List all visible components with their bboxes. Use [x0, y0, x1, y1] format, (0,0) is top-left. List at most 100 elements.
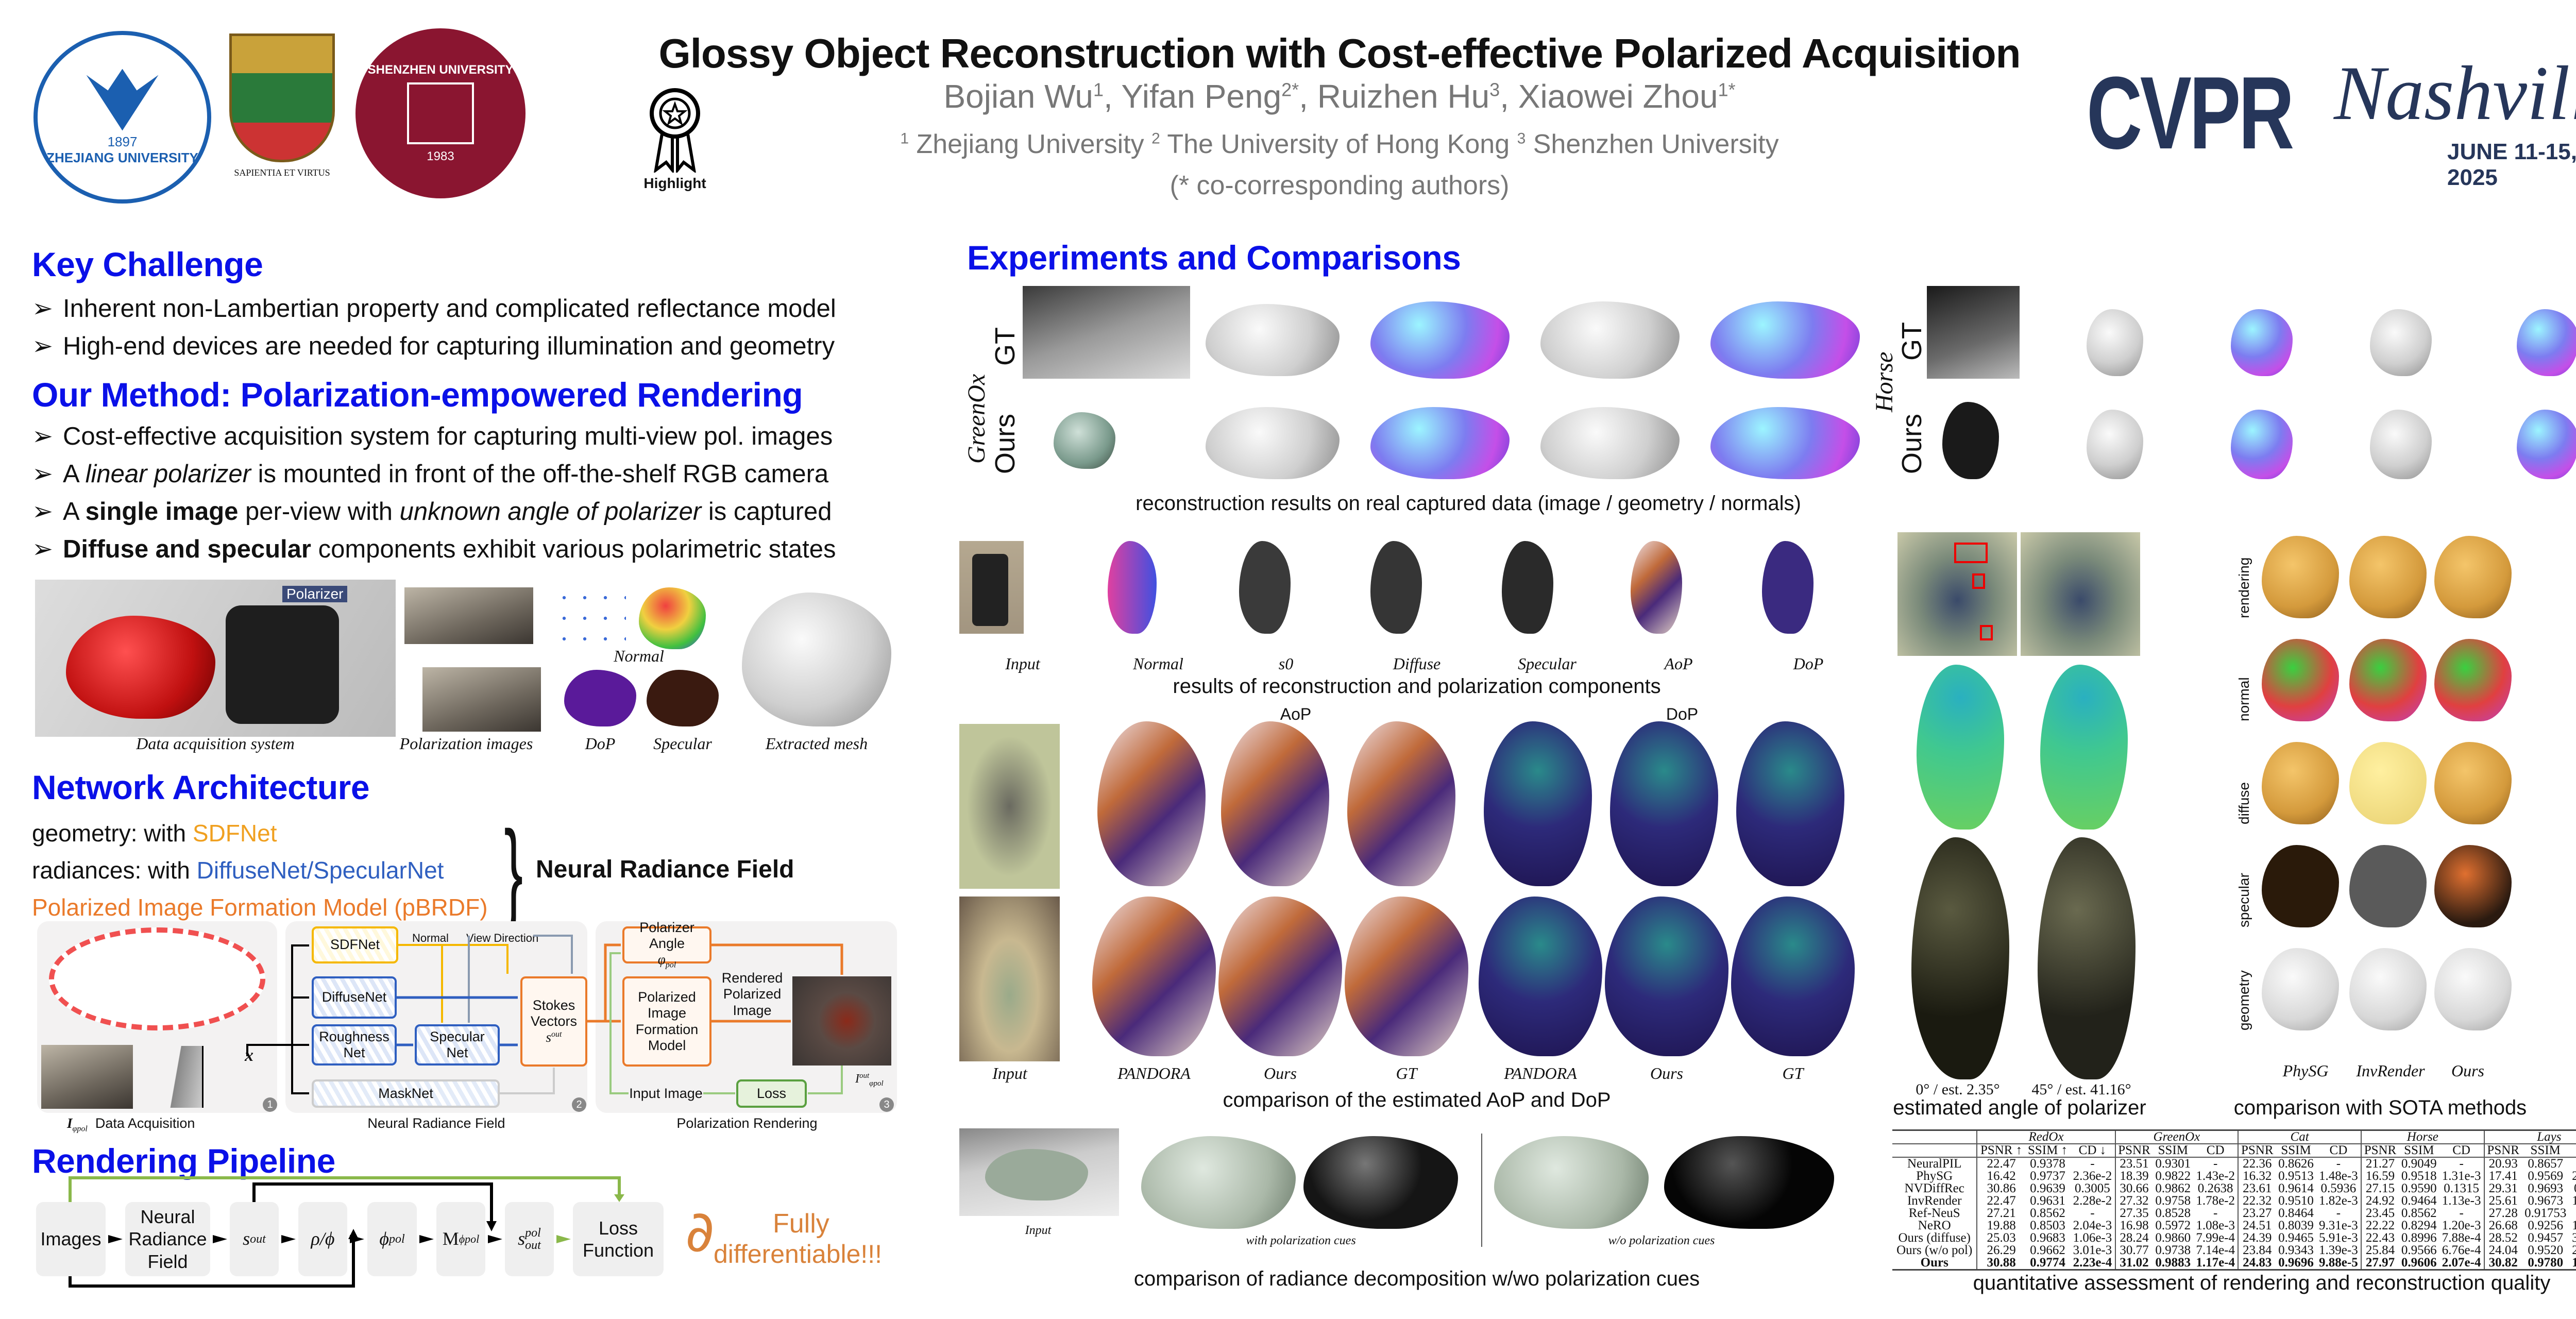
metric-value: 1.48e-3: [2319, 1169, 2358, 1183]
metric-value: 26.29: [1976, 1244, 2025, 1257]
metric-value: 22.47: [1976, 1194, 2025, 1207]
view-direction-label: View Direction: [466, 932, 539, 944]
owl-photo-45deg: [2021, 532, 2140, 656]
differentiable-label: differentiable!!!: [714, 1240, 883, 1269]
specular-bull: [1303, 1136, 1458, 1229]
sota-specular-render: [2349, 845, 2427, 927]
stage1-label: Iφpol Data Acquisition: [67, 1115, 195, 1134]
metric-value: 0.9606: [2401, 1256, 2437, 1270]
sota-row-label: specular: [2236, 873, 2252, 927]
metric-value: 0.8562: [2030, 1206, 2065, 1220]
metric-value: 0.9631: [2030, 1194, 2065, 1208]
normal-caption: Normal: [614, 647, 664, 665]
normal-render: [2517, 309, 2576, 376]
gt-label: GT: [990, 327, 1021, 366]
results-table-wrap: RedOx GreenOx Cat Horse Lays PSNR ↑SSIM …: [1892, 1129, 2576, 1271]
real-caption: reconstruction results on real captured …: [1136, 492, 1801, 515]
normal-render: [1370, 407, 1510, 479]
radiance-label: with polarization cues: [1246, 1234, 1356, 1247]
metric-value: 0.9343: [2278, 1243, 2314, 1257]
metric-value: 24.39: [2238, 1231, 2276, 1244]
metric-value: 0.9513: [2278, 1169, 2314, 1183]
metric-value: 30.86: [1976, 1182, 2025, 1195]
metric-value: 1.06e-3: [2073, 1231, 2112, 1245]
metric-value: 2.66e-3: [2572, 1169, 2576, 1183]
metric-value: 1.21e-3: [2572, 1194, 2576, 1208]
metric-value: 30.82: [2483, 1256, 2522, 1269]
method-name: Ours (w/o pol): [1896, 1243, 1973, 1257]
metric-value: 1.04e-3: [2572, 1219, 2576, 1232]
metric-value: -: [2090, 1206, 2095, 1220]
angle-caption: estimated angle of polarizer: [1893, 1096, 2146, 1119]
owl-normal: [2040, 665, 2128, 830]
metric-value: 1.78e-2: [2196, 1194, 2235, 1208]
metric-value: -: [2090, 1157, 2095, 1171]
gt-label: GT: [1896, 322, 1927, 361]
sota-row-label: normal: [2236, 677, 2252, 721]
metric-value: 0.8996: [2401, 1231, 2437, 1245]
component-label: Normal: [1133, 654, 1183, 673]
dop-owl: [1484, 721, 1592, 886]
metric-value: 0.9569: [2528, 1169, 2564, 1183]
nrf-label: Neural Radiance Field: [536, 856, 794, 883]
sota-row-label: diffuse: [2236, 782, 2252, 824]
metric-value: 7.88e-4: [2442, 1231, 2481, 1245]
dop-gnome: [1605, 897, 1728, 1056]
geometry-line: geometry: with SDFNet: [32, 820, 277, 847]
pol-images-caption: Polarization images: [399, 734, 533, 753]
metric-value: 23.27: [2238, 1207, 2276, 1220]
step-3-badge: 3: [879, 1097, 894, 1112]
metric-value: 21.27: [2360, 1157, 2399, 1170]
component-label: Input: [1005, 654, 1040, 673]
affiliations: 1 Zhejiang University 2 The University o…: [900, 129, 1779, 159]
metric-value: -: [2213, 1206, 2218, 1220]
camera-s0: [1239, 541, 1291, 634]
metric-value: 16.98: [2114, 1219, 2153, 1232]
metric-value: 0.8528: [2155, 1206, 2191, 1220]
dop-gnome: [1731, 897, 1855, 1056]
metric-value: 22.43: [2360, 1231, 2399, 1244]
mesh-thumb: [742, 593, 891, 726]
metric-value: 24.92: [2360, 1194, 2399, 1207]
paper-title: Glossy Object Reconstruction with Cost-e…: [658, 30, 2021, 76]
metric-value: 27.32: [2114, 1194, 2153, 1207]
radiance-label: w/o polarization cues: [1608, 1234, 1715, 1247]
acquisition-image: [41, 1045, 133, 1109]
metric-value: 23.84: [2238, 1244, 2276, 1257]
camera-ring: [49, 927, 265, 1030]
metric-value: 0.9774: [2030, 1256, 2065, 1270]
diffuse-bull: [1141, 1136, 1296, 1229]
hku-logo: SAPIENTIA ET VIRTUS: [229, 33, 335, 198]
method-bullet: ➢A linear polarizer is mounted in front …: [32, 460, 829, 488]
experiments-heading: Experiments and Comparisons: [967, 239, 1461, 277]
method-bullet: ➢A single image per-view with unknown an…: [32, 498, 832, 526]
metric-value: -: [2213, 1157, 2218, 1171]
metric-value: 0.3005: [2075, 1181, 2110, 1195]
sota-caption: comparison with SOTA methods: [2233, 1096, 2527, 1119]
component-label: Diffuse: [1393, 654, 1441, 673]
sota-diffuse-render: [2434, 742, 2512, 824]
geometry-render: [1206, 304, 1340, 376]
horse-ours-render: [1942, 402, 1999, 479]
i-out-label: Ioutφpol: [855, 1072, 884, 1088]
metric-value: 3.50e-3: [2572, 1231, 2576, 1245]
aop-gnome: [1345, 897, 1468, 1056]
metric-value: 1.13e-3: [2442, 1194, 2481, 1208]
metric-value: 0.8562: [2401, 1206, 2437, 1220]
metric-value: 0.8294: [2401, 1219, 2437, 1232]
corresponding-note: (* co-corresponding authors): [1170, 171, 1510, 200]
metric-value: 0.9301: [2155, 1157, 2191, 1171]
aopdop-caption: comparison of the estimated AoP and DoP: [1223, 1089, 1611, 1111]
metric-value: 7.99e-4: [2196, 1231, 2235, 1245]
cvpr-logo: CVPR Nashville JUNE 11-15, 2025: [2087, 44, 2576, 193]
specular-bull: [1664, 1136, 1834, 1229]
metric-value: 0.9510: [2278, 1194, 2314, 1208]
metric-value: -: [2336, 1157, 2341, 1171]
metric-value: 0.2638: [2197, 1181, 2233, 1195]
